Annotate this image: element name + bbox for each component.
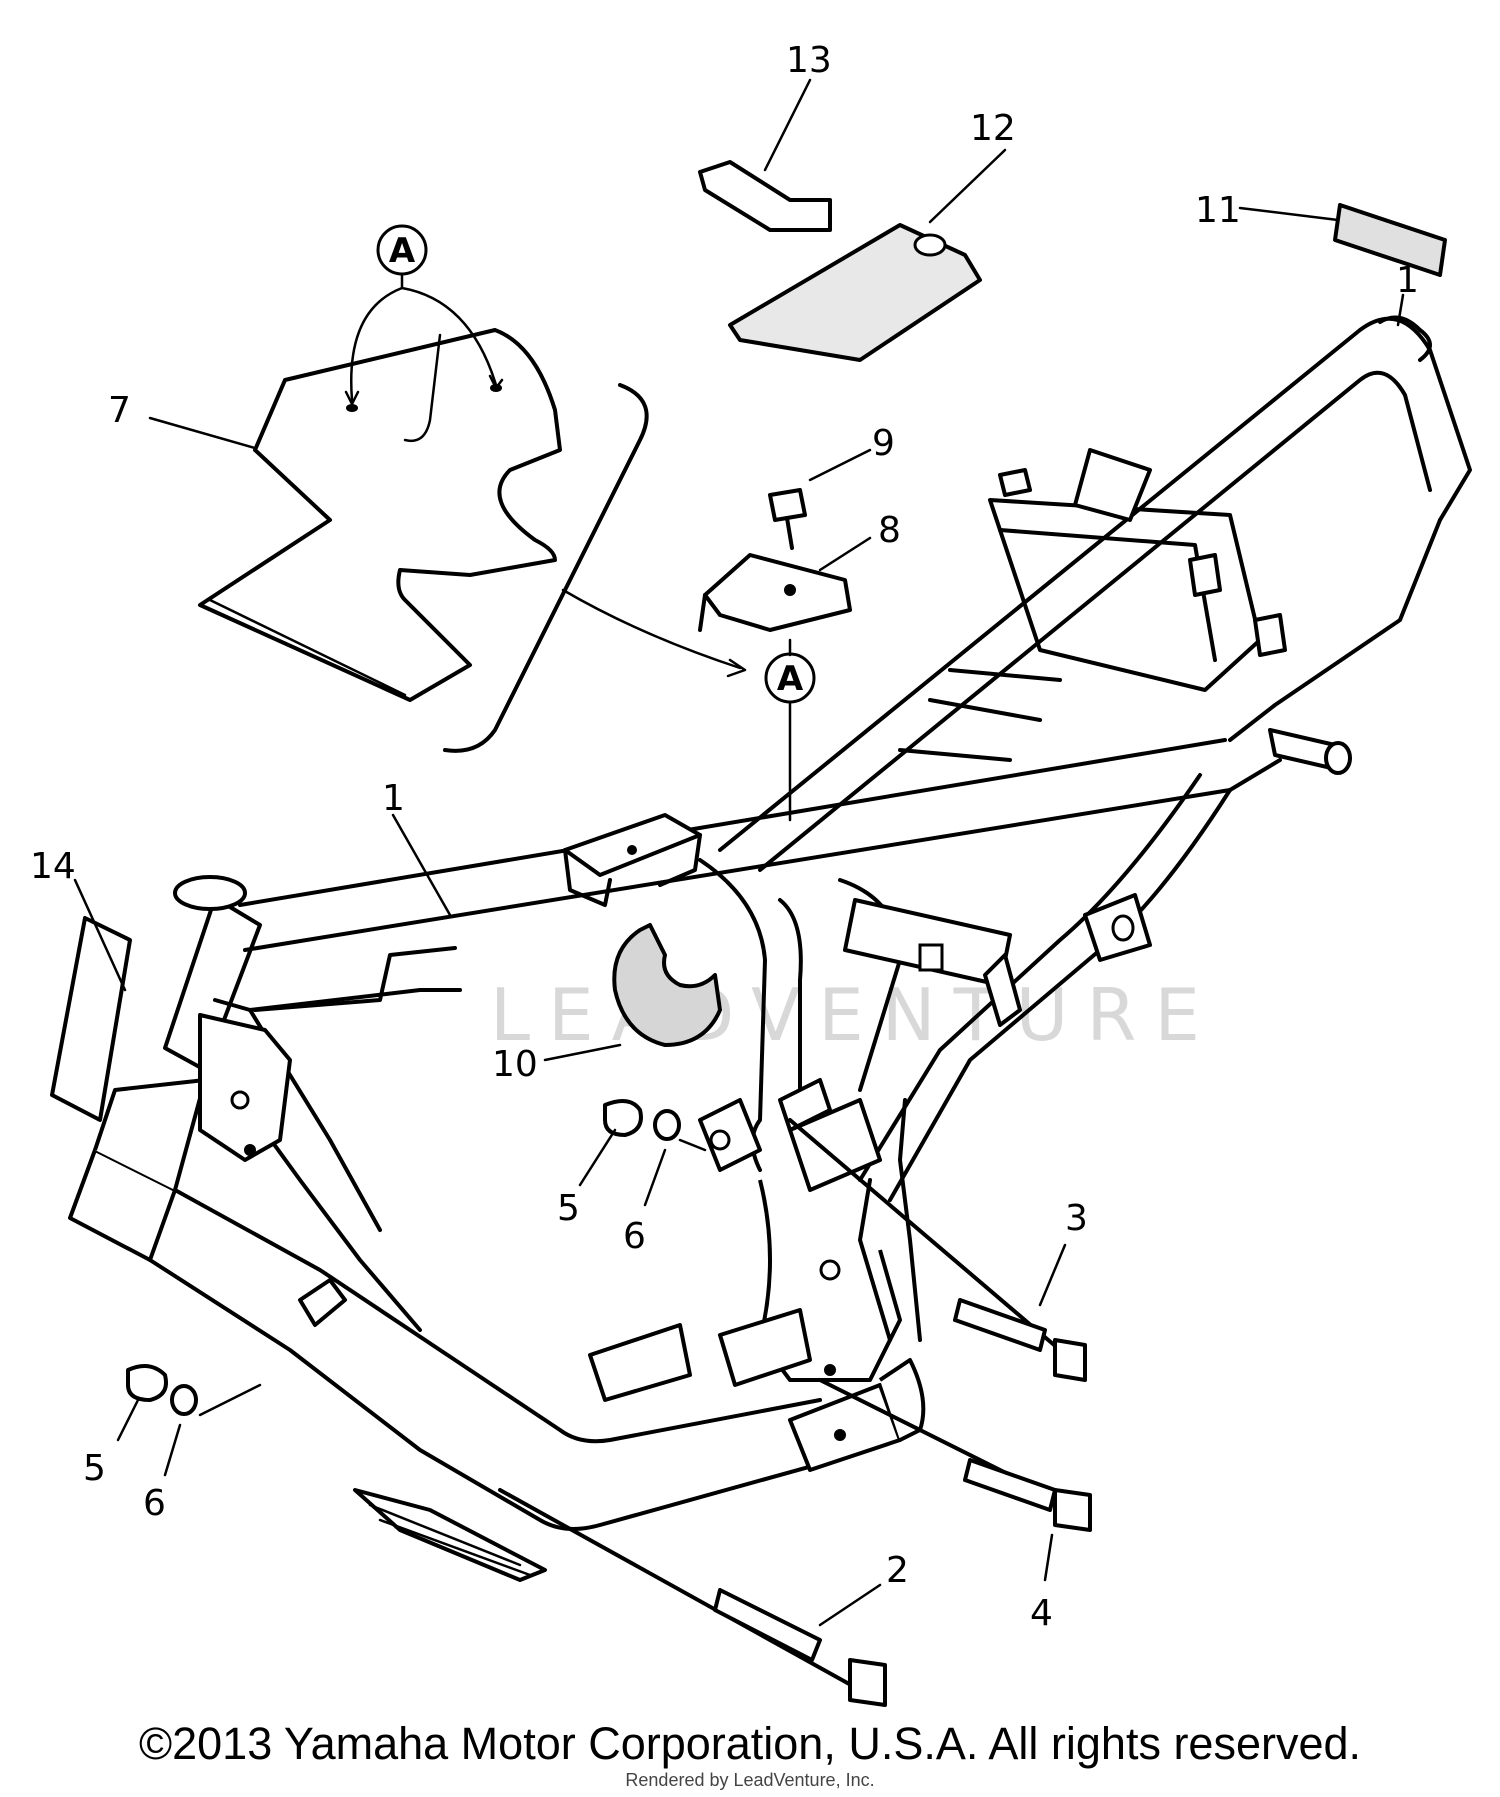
callout-9: 9 — [872, 423, 895, 464]
callout-7: 7 — [108, 390, 131, 431]
strap-part-13 — [698, 78, 832, 232]
copyright-notice: ©2013 Yamaha Motor Corporation, U.S.A. A… — [138, 1718, 1362, 1769]
cover-plate-part-7 — [198, 328, 562, 702]
main-frame-part-1 — [50, 315, 1472, 1582]
watermark-text: LEADVENTURE — [490, 973, 1218, 1057]
svg-text:A: A — [777, 659, 804, 699]
bolt-part-2 — [498, 1488, 887, 1707]
svg-text:A: A — [389, 231, 416, 271]
nut-part-5-mid — [578, 1099, 643, 1187]
callout-1-rear: 1 — [1396, 260, 1419, 301]
washer-part-6-left — [163, 1383, 262, 1477]
leader-1-front — [391, 813, 452, 917]
callout-6-left: 6 — [143, 1483, 166, 1524]
callout-6-mid: 6 — [623, 1216, 646, 1257]
pouch-part-12 — [728, 148, 1007, 362]
ref-marker-a-mid: A — [561, 588, 816, 822]
callout-2: 2 — [886, 1550, 909, 1591]
callout-11: 11 — [1195, 190, 1241, 231]
callout-3: 3 — [1065, 1198, 1088, 1239]
bracket-line — [443, 383, 649, 753]
nut-part-5-left — [116, 1364, 168, 1442]
bolt-part-3 — [788, 1118, 1087, 1382]
callout-8: 8 — [878, 510, 901, 551]
callout-14: 14 — [30, 846, 76, 887]
bolt-part-4 — [818, 1378, 1092, 1582]
callout-5-mid: 5 — [557, 1188, 580, 1229]
callout-5-left: 5 — [83, 1448, 106, 1489]
bolt-part-9 — [768, 448, 872, 550]
callout-4: 4 — [1030, 1593, 1053, 1634]
callout-10: 10 — [492, 1044, 538, 1085]
leader-14 — [73, 878, 127, 992]
damper-part-10 — [543, 923, 722, 1062]
callout-12: 12 — [970, 108, 1016, 149]
washer-part-6-mid — [643, 1109, 707, 1207]
callout-13: 13 — [786, 40, 832, 81]
leader-1-rear — [1396, 293, 1405, 327]
rendered-by-notice: Rendered by LeadVenture, Inc. — [625, 1770, 875, 1790]
grip-part-11 — [1238, 203, 1447, 277]
callout-1-front: 1 — [382, 778, 405, 819]
ref-marker-a-top: A — [344, 224, 504, 406]
bracket-part-8 — [698, 536, 872, 632]
callout-labels: 1 1 2 3 4 5 6 5 6 7 8 9 10 11 12 13 14 — [30, 40, 1419, 1634]
leader-7 — [148, 416, 257, 450]
